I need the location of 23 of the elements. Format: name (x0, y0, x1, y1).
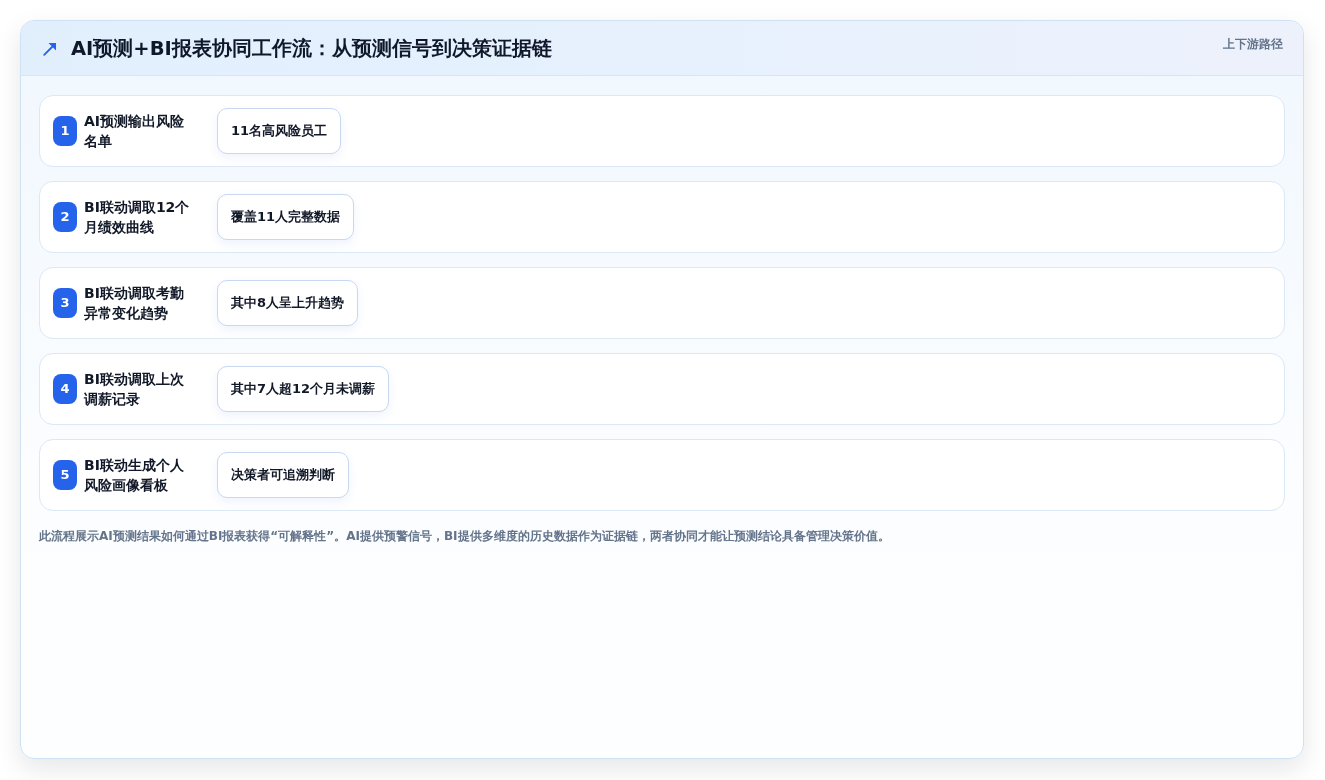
step-number: 2 (53, 202, 77, 232)
header-label: 上下游路径 (1223, 36, 1283, 52)
step-card (39, 181, 1285, 253)
step-text: BI联动生成个人风险画像看板 (84, 456, 185, 495)
result-tag: 决策者可追溯判断 (217, 452, 349, 498)
step-text: AI预测输出风险名单 (84, 112, 186, 151)
result-tag: 覆盖11人完整数据 (217, 194, 355, 240)
result-tag: 其中8人呈上升趋势 (217, 280, 359, 326)
step-text: BI联动调取12个月绩效曲线 (84, 198, 191, 237)
step-text: BI联动调取上次调薪记录 (84, 370, 185, 409)
step-card (39, 353, 1285, 425)
title: AI预测+BI报表协同工作流：从预测信号到决策证据链 (71, 36, 552, 61)
step-number: 5 (53, 460, 77, 490)
step-number: 1 (53, 116, 77, 146)
step-card (39, 267, 1285, 339)
result-tag: 11名高风险员工 (217, 108, 342, 154)
step-number: 3 (53, 288, 77, 318)
step-text: BI联动调取考勤异常变化趋势 (84, 284, 185, 323)
result-tag: 其中7人超12个月未调薪 (217, 366, 390, 412)
step-card (39, 439, 1285, 511)
step-card (39, 95, 1285, 167)
step-number: 4 (53, 374, 77, 404)
caption-text: 此流程展示AI预测结果如何通过BI报表获得“可解释性”。AI提供预警信号，BI提供多维度的历史数据作为证据链，两者协同才能让预测结论具备管理决策价值。 (39, 528, 890, 544)
